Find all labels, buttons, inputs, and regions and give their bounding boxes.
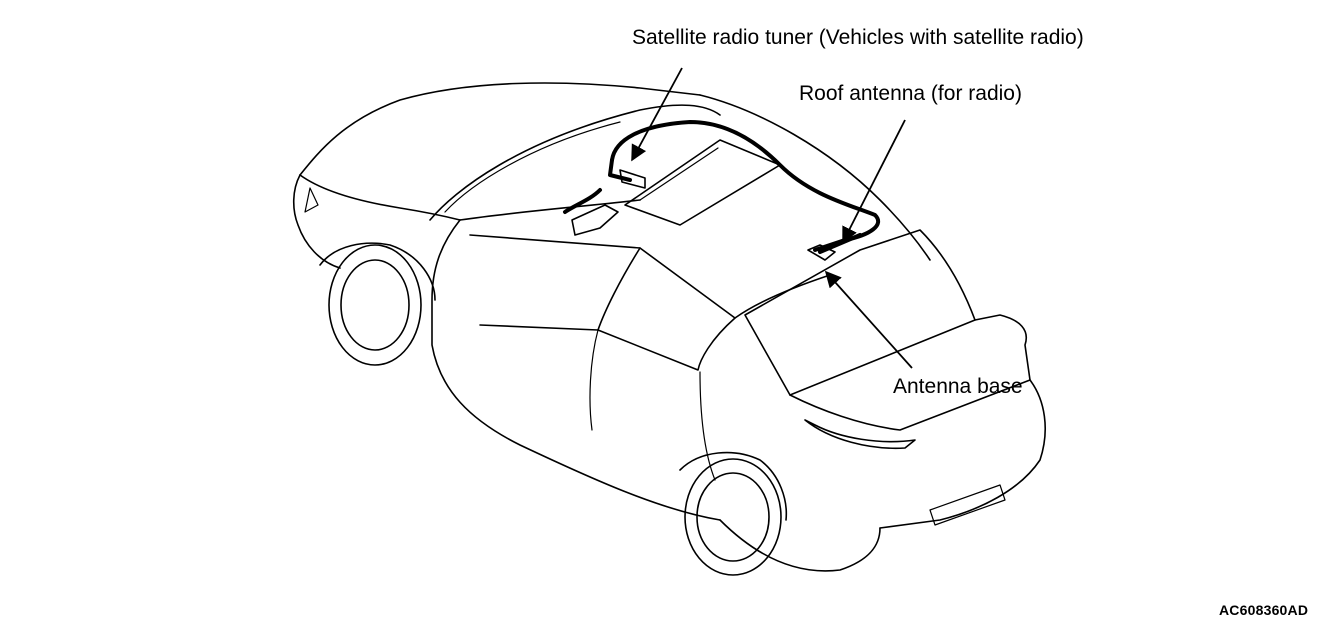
satellite-tuner-label: Satellite radio tuner (Vehicles with sat… (632, 26, 1084, 49)
figure-code: AC608360AD (1219, 602, 1309, 618)
antenna-base-leader-line (824, 270, 913, 369)
roof-antenna-label: Roof antenna (for radio) (799, 82, 1022, 105)
roof-antenna-leader-line (842, 119, 906, 244)
roof-antenna-unit (807, 233, 862, 261)
car-outline (292, 82, 1046, 576)
satellite-tuner-unit (571, 169, 646, 236)
antenna-base-label: Antenna base (893, 375, 1023, 398)
tuner-leader-line (631, 67, 683, 162)
roof-harness (563, 120, 881, 252)
